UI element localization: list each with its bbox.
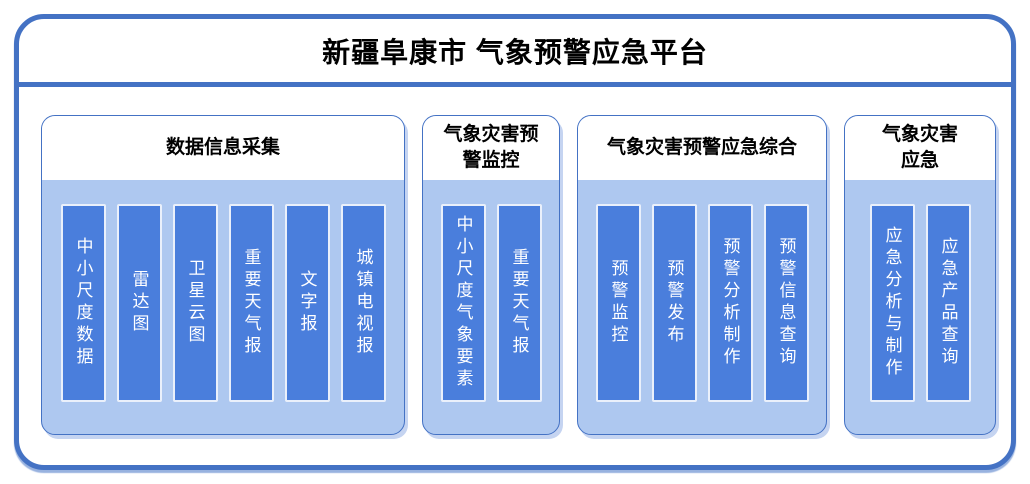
groups-row: 数据信息采集中小尺度数据雷达图卫星云图重要天气报文字报城镇电视报气象灾害预 警监… (19, 87, 1011, 465)
group-title-disaster-emergency: 气象灾害 应急 (845, 116, 995, 180)
module-item-warning-emergency-comprehensive-0: 预警监控 (595, 204, 641, 402)
module-item-warning-emergency-comprehensive-2: 预警分析制作 (707, 204, 753, 402)
group-title-disaster-warning-monitoring: 气象灾害预 警监控 (423, 116, 559, 180)
platform-title: 新疆阜康市 气象预警应急平台 (322, 36, 708, 68)
module-item-data-collection-4: 文字报 (284, 204, 330, 402)
module-item-warning-emergency-comprehensive-3: 预警信息查询 (763, 204, 809, 402)
module-item-warning-emergency-comprehensive-1: 预警发布 (651, 204, 697, 402)
platform-title-bar: 新疆阜康市 气象预警应急平台 (19, 19, 1011, 87)
module-item-disaster-warning-monitoring-0: 中小尺度气象要素 (440, 204, 486, 402)
module-item-data-collection-3: 重要天气报 (228, 204, 274, 402)
module-item-data-collection-1: 雷达图 (116, 204, 162, 402)
group-title-warning-emergency-comprehensive: 气象灾害预警应急综合 (578, 116, 826, 180)
group-body-data-collection: 中小尺度数据雷达图卫星云图重要天气报文字报城镇电视报 (42, 180, 404, 434)
group-body-disaster-warning-monitoring: 中小尺度气象要素重要天气报 (423, 180, 559, 434)
platform-frame: 新疆阜康市 气象预警应急平台 数据信息采集中小尺度数据雷达图卫星云图重要天气报文… (14, 14, 1016, 470)
group-box-disaster-warning-monitoring: 气象灾害预 警监控中小尺度气象要素重要天气报 (422, 115, 560, 435)
group-body-warning-emergency-comprehensive: 预警监控预警发布预警分析制作预警信息查询 (578, 180, 826, 434)
group-title-data-collection: 数据信息采集 (42, 116, 404, 180)
module-item-disaster-emergency-1: 应急产品查询 (925, 204, 971, 402)
module-item-data-collection-5: 城镇电视报 (340, 204, 386, 402)
module-item-disaster-emergency-0: 应急分析与制作 (869, 204, 915, 402)
module-item-data-collection-0: 中小尺度数据 (60, 204, 106, 402)
module-item-disaster-warning-monitoring-1: 重要天气报 (496, 204, 542, 402)
module-item-data-collection-2: 卫星云图 (172, 204, 218, 402)
group-box-warning-emergency-comprehensive: 气象灾害预警应急综合预警监控预警发布预警分析制作预警信息查询 (577, 115, 827, 435)
group-box-disaster-emergency: 气象灾害 应急应急分析与制作应急产品查询 (844, 115, 996, 435)
group-box-data-collection: 数据信息采集中小尺度数据雷达图卫星云图重要天气报文字报城镇电视报 (41, 115, 405, 435)
group-body-disaster-emergency: 应急分析与制作应急产品查询 (845, 180, 995, 434)
